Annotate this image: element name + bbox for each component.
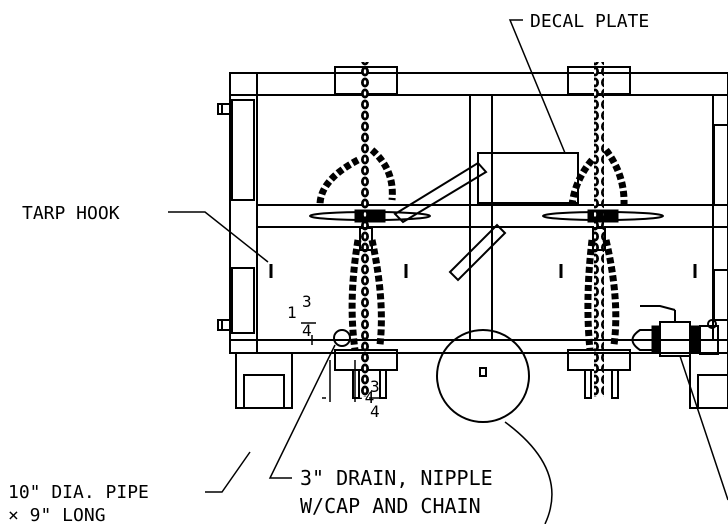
skid-pipes (235, 352, 728, 409)
chain-right-vertical (594, 62, 604, 397)
chain-left-sling-b (369, 147, 396, 201)
lift-brackets-top (334, 66, 631, 95)
skid-right-inner (697, 374, 728, 409)
chain-left-sling-c (348, 239, 362, 351)
diagonal-braces (393, 161, 507, 282)
chain-right-sling-b (603, 147, 628, 206)
bottom-outlet (436, 329, 530, 423)
label-tarp-hook: TARP HOOK (22, 203, 120, 224)
label-drain-line1: 3" DRAIN, NIPPLE (300, 466, 493, 490)
dimension-labels: 1 3 4 -4 3 4 (287, 292, 380, 421)
outlet-circle (436, 329, 530, 423)
outer-frame (229, 72, 728, 354)
leader-lines (168, 19, 728, 524)
leader-drain (268, 344, 336, 479)
drain-valve-handle (640, 305, 676, 311)
diagonal-brace-lower (448, 223, 507, 282)
drain-pipe-elbow (631, 329, 655, 351)
left-hook-bottom (217, 319, 233, 331)
left-plate-top (231, 99, 255, 201)
leader-outlet (504, 421, 553, 524)
callout-labels: DECAL PLATE TARP HOOK 10" DIA. PIPE × 9"… (8, 11, 649, 524)
skid-right-outer (689, 352, 728, 409)
leg-right-b (611, 369, 619, 399)
dim-a-numerator: 3 (302, 292, 312, 311)
chain-right-sling-a (568, 157, 595, 206)
leg-right-a (584, 369, 592, 399)
right-side-hardware (713, 124, 728, 321)
tarp-hooks (269, 264, 697, 278)
dim-b-prefix: -4 (355, 388, 374, 407)
chain-left-shackle (359, 227, 373, 251)
drain-valve-left-nut (651, 325, 661, 353)
drain-valve-right-nut (689, 325, 701, 353)
drain-assembly (333, 305, 719, 357)
leader-valve (679, 355, 728, 501)
left-hook-top (217, 103, 233, 115)
leader-pipe (205, 451, 251, 493)
chain-right-shackle (592, 227, 606, 251)
dim-b-denominator: 4 (370, 402, 380, 421)
leader-decal-plate (508, 19, 566, 154)
outlet-tab (479, 367, 487, 377)
dim-b-numerator: 3 (370, 377, 380, 396)
chain-right-sling-d (602, 239, 620, 346)
chain-left-sling-d (368, 239, 385, 346)
drain-nipple (333, 329, 351, 347)
label-pipe-line2: × 9" LONG (8, 505, 106, 524)
right-plate-bottom (713, 269, 728, 321)
leader-tarp-hook (168, 211, 269, 263)
right-plate-top (713, 124, 728, 206)
left-side-hardware (217, 99, 255, 334)
skid-left-inner (243, 374, 285, 409)
chain-right-sling-c (584, 239, 596, 351)
label-drain-line2: W/CAP AND CHAIN (300, 494, 481, 518)
leg-left-b (379, 369, 387, 399)
dimension-lines (301, 322, 382, 402)
dim-a-denominator: 4 (302, 321, 312, 340)
leg-left-a (352, 369, 360, 399)
dim-a-whole: 1 (287, 303, 297, 322)
drain-cap-pin (707, 319, 717, 329)
left-plate-bottom (231, 267, 255, 334)
label-decal-plate: DECAL PLATE (530, 11, 649, 32)
chain-left-vertical (361, 62, 371, 397)
lift-chains (316, 62, 628, 397)
label-pipe-line1: 10" DIA. PIPE (8, 482, 149, 503)
chain-left-sling-a (316, 156, 360, 206)
